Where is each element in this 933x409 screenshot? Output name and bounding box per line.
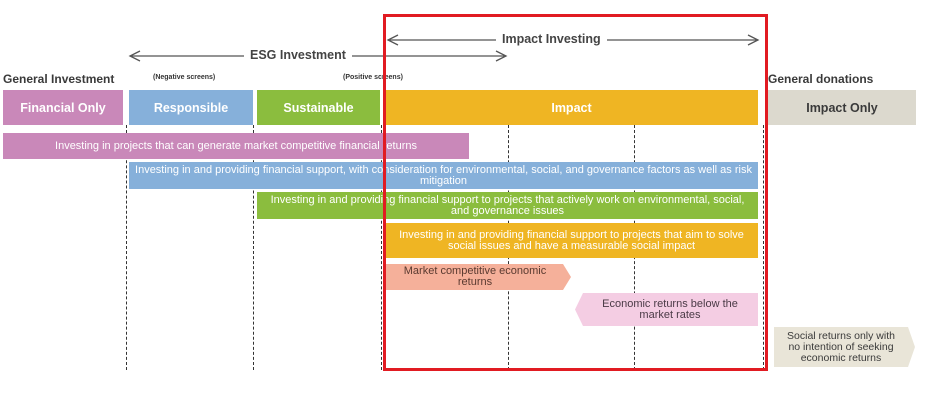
- esg-investment-label: ESG Investment: [244, 48, 352, 62]
- category-responsible: Responsible: [129, 90, 253, 125]
- esg-arrow-left-head: [128, 50, 141, 62]
- general-donations-label: General donations: [768, 72, 874, 86]
- social-returns-text: Social returns only with no intention of…: [787, 329, 895, 364]
- category-sustainable: Sustainable: [257, 90, 380, 125]
- general-investment-label: General Investment: [3, 72, 115, 86]
- impact-highlight-frame: [383, 14, 768, 371]
- divider-line-6: [763, 125, 764, 370]
- below-market-returns-text: Economic returns below the market rates: [602, 297, 738, 321]
- market-returns-text: Market competitive economic returns: [403, 265, 547, 288]
- bar-financial-only: Investing in projects that can generate …: [3, 133, 469, 159]
- category-impact-only: Impact Only: [768, 90, 916, 125]
- negative-screens-label: (Negative screens): [153, 74, 216, 81]
- bar-responsible: Investing in and providing financial sup…: [129, 162, 758, 189]
- bar-impact: Investing in and providing financial sup…: [385, 223, 758, 258]
- divider-line-1: [126, 125, 127, 370]
- divider-line-3: [381, 125, 382, 370]
- category-financial-only: Financial Only: [3, 90, 123, 125]
- positive-screens-label: (Positive screens): [343, 74, 403, 81]
- divider-line-2: [253, 125, 254, 370]
- category-impact: Impact: [385, 90, 758, 125]
- impact-investing-label: Impact Investing: [496, 32, 607, 46]
- bar-sustainable: Investing in and providing financial sup…: [257, 192, 758, 219]
